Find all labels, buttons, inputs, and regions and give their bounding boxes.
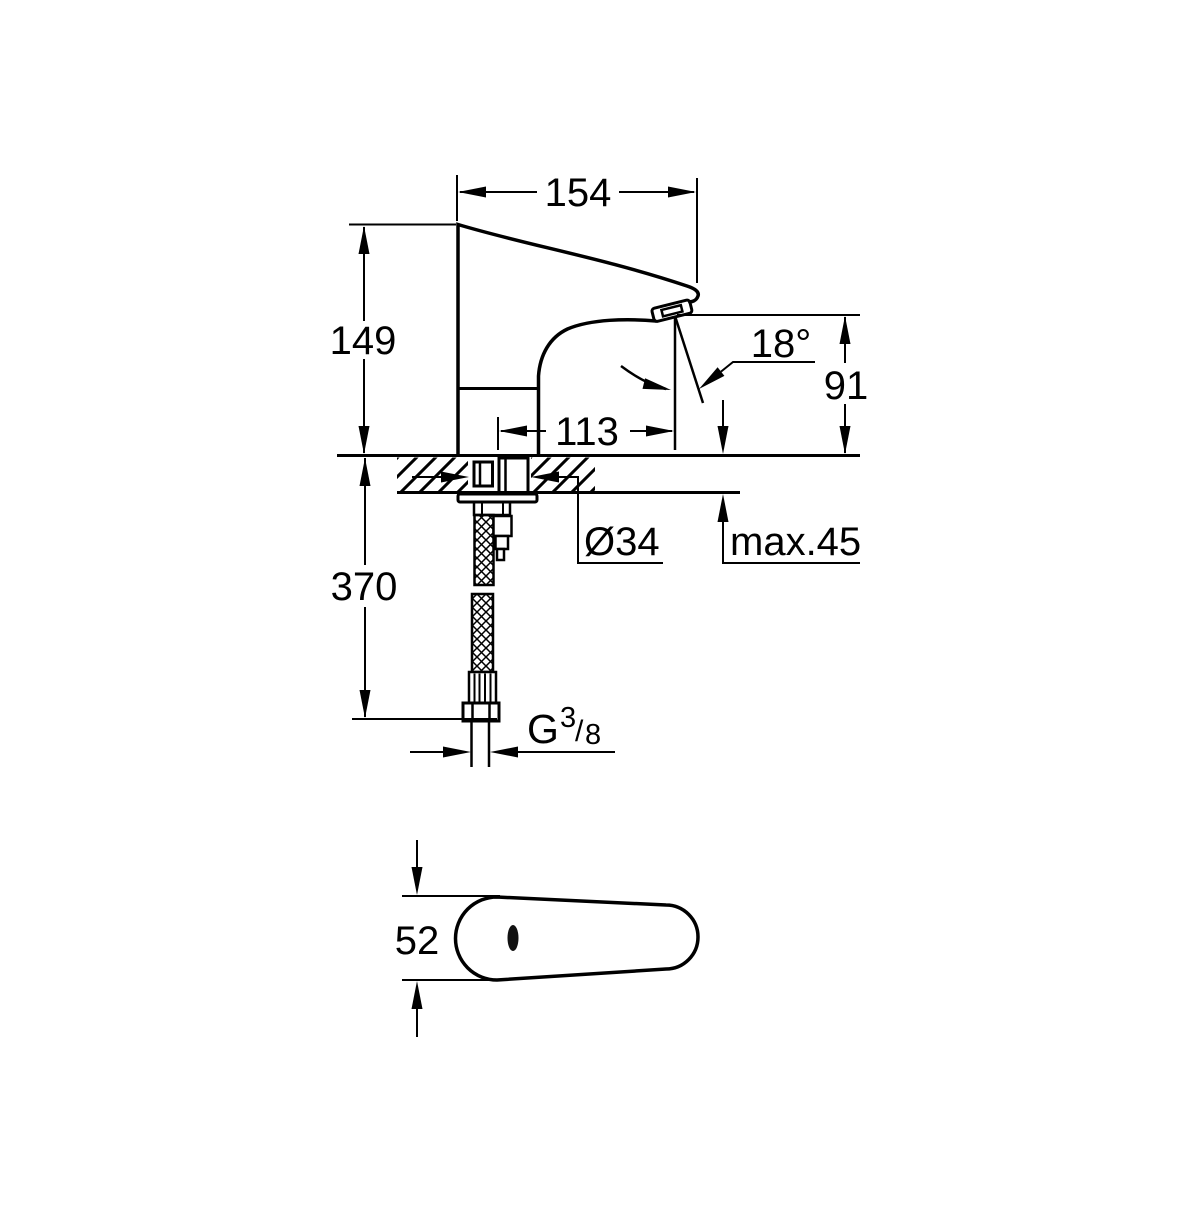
- arrowhead: [359, 458, 371, 486]
- dim-label-52: 52: [395, 919, 440, 963]
- arrowhead: [642, 378, 671, 390]
- thread-label-G: G: [527, 706, 559, 752]
- dim-overall-width: 154: [456, 171, 698, 283]
- stream-angle-line: [673, 315, 705, 404]
- dim-label-154: 154: [545, 171, 612, 215]
- arrowhead: [699, 367, 725, 389]
- angle-label-18deg: 18°: [751, 322, 812, 366]
- dim-label-370: 370: [331, 565, 398, 609]
- sensor-dot: [507, 925, 519, 951]
- dim-handle-width: 52: [395, 840, 500, 1037]
- leader-line: [722, 520, 860, 564]
- counter-hatch-left: [397, 457, 468, 491]
- arrowhead: [717, 494, 729, 522]
- dim-label-91: 91: [824, 364, 869, 408]
- handle-outline: [453, 895, 700, 982]
- arrowhead: [668, 186, 696, 198]
- arrowhead: [458, 186, 486, 198]
- spout-outlet-outer: [650, 298, 694, 323]
- dim-spout-reach: 113: [497, 410, 674, 454]
- arrowhead: [443, 746, 471, 758]
- ribbed-nut: [467, 670, 498, 705]
- dim-max-thickness: max.45: [717, 400, 861, 564]
- braided-hose-lower: [470, 592, 495, 674]
- arrowhead: [411, 981, 423, 1009]
- body-left-and-top-outline: [456, 222, 701, 455]
- arrowhead: [499, 425, 527, 437]
- dim-body-height: 149: [330, 223, 456, 454]
- hose-assembly: [456, 492, 539, 767]
- dim-label-149: 149: [330, 319, 397, 363]
- check-valve-3: [495, 547, 506, 562]
- arrowhead: [358, 426, 370, 454]
- leader-line: [557, 476, 663, 564]
- side-view: [456, 222, 701, 455]
- arrowhead: [411, 867, 423, 895]
- dim-shank-diameter: Ø34: [412, 471, 663, 564]
- arrowhead: [717, 426, 729, 454]
- dim-hose-length: 370: [331, 458, 497, 720]
- collar: [472, 500, 512, 517]
- shank-block-right: [497, 456, 530, 494]
- check-valve-2: [494, 534, 510, 551]
- angle-leader-line: [720, 361, 815, 373]
- arrowhead: [646, 425, 674, 437]
- arrowhead: [490, 746, 518, 758]
- check-valve-1: [492, 514, 513, 538]
- arrowhead: [531, 471, 559, 483]
- top-view: [453, 895, 700, 982]
- counter-hatch-right: [531, 457, 595, 491]
- braided-hose-upper: [473, 513, 495, 587]
- spout-outlet-inner: [659, 303, 684, 318]
- body-underside-outline: [536, 317, 657, 454]
- dim-label-113: 113: [555, 410, 619, 454]
- thread-label-numerator: 3: [560, 702, 576, 734]
- arrowhead: [441, 471, 469, 483]
- spout-angle-annotation: 18°: [620, 315, 815, 450]
- arrowhead: [358, 226, 370, 254]
- counter-section: [337, 454, 860, 494]
- arrowhead: [839, 316, 851, 344]
- dim-thread: G 3 / 8: [410, 702, 615, 758]
- arrowhead: [359, 690, 371, 718]
- thread-label-denominator: 8: [585, 719, 601, 751]
- dim-label-max45: max.45: [730, 520, 861, 564]
- shank-block-left: [472, 460, 494, 488]
- thread-label-slash: /: [575, 715, 584, 748]
- arrowhead: [839, 426, 851, 454]
- dim-outlet-height: 91: [677, 314, 869, 454]
- dim-label-diameter34: Ø34: [584, 520, 660, 564]
